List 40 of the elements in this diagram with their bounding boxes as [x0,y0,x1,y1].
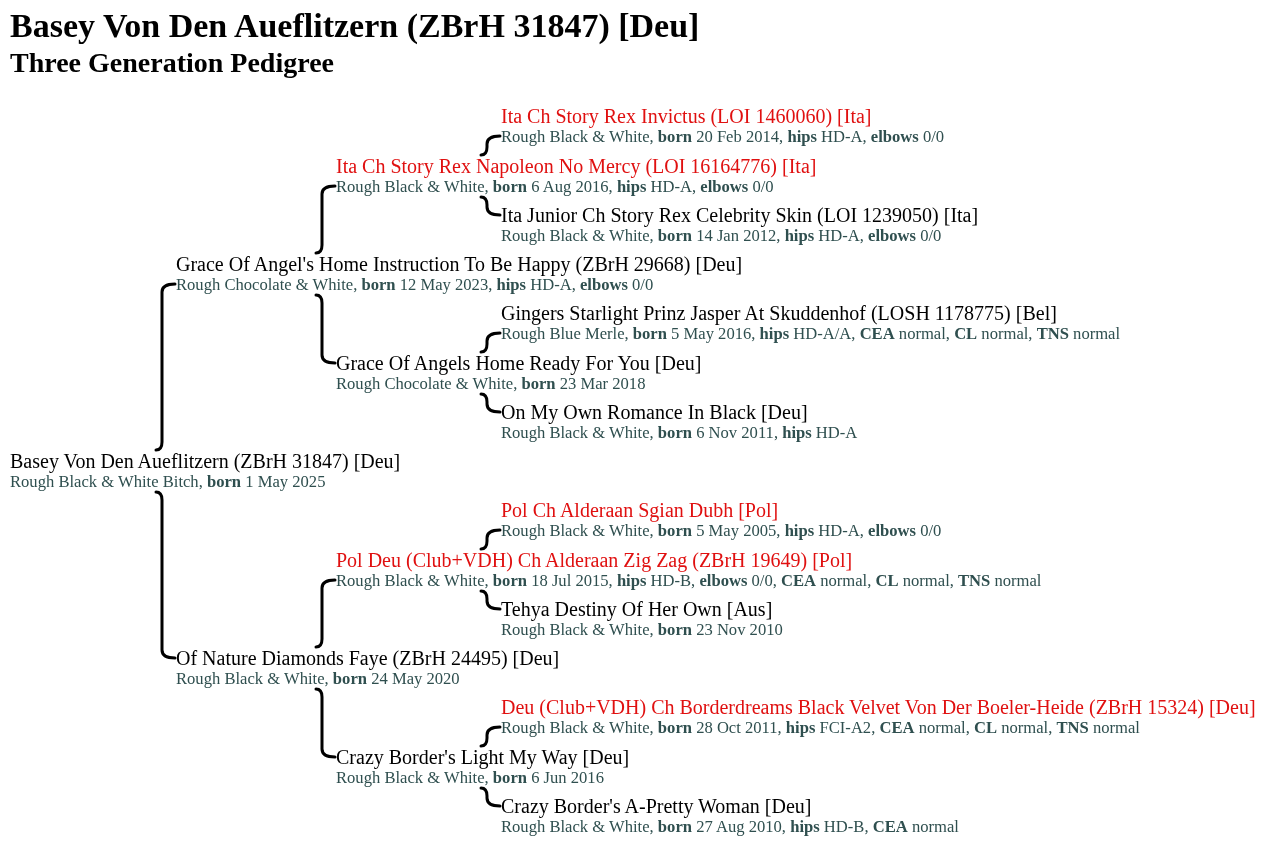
bracket-connector [479,134,502,157]
dog-name: Grace Of Angels Home Ready For You [Deu] [336,352,702,374]
bracket-connector [479,725,502,748]
dog-details: Rough Black & White, born 27 Aug 2010, hips HD-B, CEA normal [501,817,959,837]
dog-name: Crazy Border's Light My Way [Deu] [336,746,630,768]
dog-details: Rough Black & White, born 23 Nov 2010 [501,620,783,640]
dog-details: Rough Black & White, born 14 Jan 2012, hips HD-A, elbows 0/0 [501,226,943,246]
page-title: Basey Von Den Aueflitzern (ZBrH 31847) [Deu] [10,7,700,45]
bracket-connector [479,528,502,551]
dog-name: On My Own Romance In Black [Deu] [501,401,809,423]
dog-name: Ita Ch Story Rex Invictus (LOI 1460060) [Ita] [501,105,873,127]
dog-details: Rough Chocolate & White, born 12 May 2023, hips HD-A, elbows 0/0 [176,275,654,295]
dog-details: Rough Black & White, born 24 May 2020 [176,669,461,689]
dog-name: Ita Ch Story Rex Napoleon No Mercy (LOI 16164776) [Ita] [336,155,817,177]
bracket-connector [479,195,502,217]
dog-details: Rough Black & White, born 18 Jul 2015, hips HD-B, elbows 0/0, CEA normal, CL normal, TNS normal [336,571,1042,591]
dog-name: Gingers Starlight Prinz Jasper At Skuddenhof (LOSH 1178775) [Bel] [501,302,1058,324]
dog-name: Tehya Destiny Of Her Own [Aus] [501,598,774,620]
dog-name: Crazy Border's A-Pretty Woman [Deu] [501,795,813,817]
dog-details: Rough Black & White, born 28 Oct 2011, hips FCI-A2, CEA normal, CL normal, TNS normal [501,718,1140,738]
dog-name: Pol Deu (Club+VDH) Ch Alderaan Zig Zag (ZBrH 19649) [Pol] [336,549,854,571]
bracket-connector [479,331,502,354]
dog-name: Of Nature Diamonds Faye (ZBrH 24495) [Deu] [176,647,560,669]
dog-details: Rough Black & White, born 6 Jun 2016 [336,768,605,788]
dog-name: Deu (Club+VDH) Ch Borderdreams Black Velvet Von Der Boeler-Heide (ZBrH 15324) [Deu] [501,696,1256,718]
dog-details: Rough Black & White, born 5 May 2005, hips HD-A, elbows 0/0 [501,521,942,541]
dog-details: Rough Black & White, born 20 Feb 2014, hips HD-A, elbows 0/0 [501,127,945,147]
dog-details: Rough Blue Merle, born 5 May 2016, hips HD-A/A, CEA normal, CL normal, TNS normal [501,324,1121,344]
dog-name: Basey Von Den Aueflitzern (ZBrH 31847) [Deu] [10,450,401,472]
dog-name: Grace Of Angel's Home Instruction To Be Happy (ZBrH 29668) [Deu] [176,253,743,275]
dog-name: Ita Junior Ch Story Rex Celebrity Skin (LOI 1239050) [Ita] [501,204,979,226]
page-subtitle: Three Generation Pedigree [10,47,334,79]
bracket-connector [479,392,502,414]
dog-details: Rough Chocolate & White, born 23 Mar 2018 [336,374,647,394]
dog-name: Pol Ch Alderaan Sgian Dubh [Pol] [501,499,780,521]
dog-details: Rough Black & White Bitch, born 1 May 2025 [10,472,327,492]
bracket-connector [479,589,502,611]
bracket-connector [479,786,502,808]
dog-details: Rough Black & White, born 6 Aug 2016, hips HD-A, elbows 0/0 [336,177,774,197]
dog-details: Rough Black & White, born 6 Nov 2011, hips HD-A [501,423,858,443]
